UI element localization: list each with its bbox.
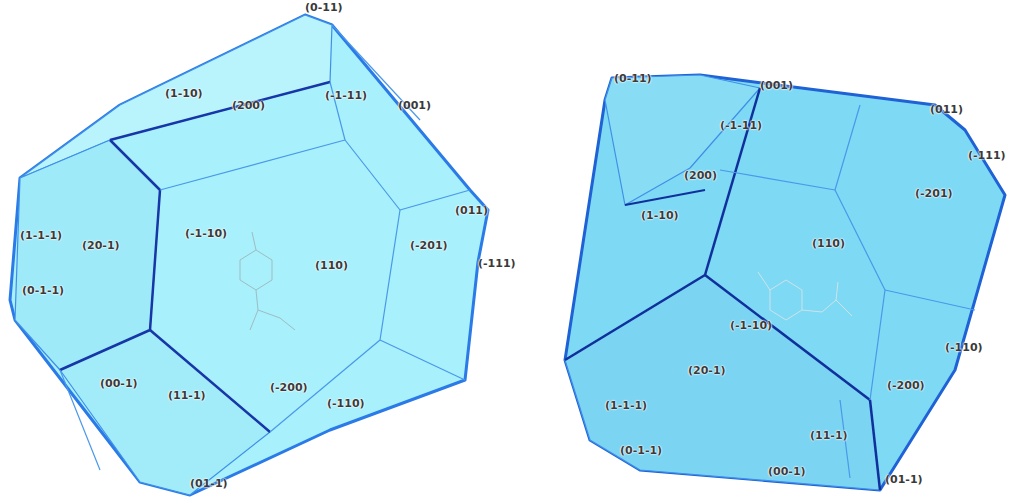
face-index: (1-10) <box>641 210 679 222</box>
face-index: (0-1-1) <box>620 445 662 457</box>
face-index: (110) <box>812 238 845 250</box>
face-index: (110) <box>315 260 348 272</box>
face-index: (11-1) <box>810 430 848 442</box>
face-index: (001) <box>398 100 431 112</box>
face-index: (-1-11) <box>720 120 762 132</box>
face-index: (-110) <box>327 398 365 410</box>
face-index: (11-1) <box>168 390 206 402</box>
face-index: (-111) <box>478 258 516 270</box>
face-index: (-200) <box>887 380 925 392</box>
face-index: (011) <box>930 104 963 116</box>
face-index: (-1-10) <box>185 228 227 240</box>
face-index: (200) <box>684 170 717 182</box>
face-index: (-1-10) <box>730 320 772 332</box>
face-index: (01-1) <box>190 478 228 490</box>
face-index: (-201) <box>410 240 448 252</box>
face-index: (001) <box>760 80 793 92</box>
face-index: (-1-11) <box>325 90 367 102</box>
face-index: (1-10) <box>165 88 203 100</box>
face-index: (0-11) <box>614 73 652 85</box>
face-index: (0-11) <box>305 2 343 14</box>
face-index: (00-1) <box>100 378 138 390</box>
face-index: (1-1-1) <box>20 230 62 242</box>
face-index: (0-1-1) <box>22 285 64 297</box>
face-index: (-201) <box>915 188 953 200</box>
face-index: (-111) <box>968 150 1006 162</box>
face-index: (011) <box>455 205 488 217</box>
face-index: (-200) <box>270 382 308 394</box>
face-index: (20-1) <box>82 240 120 252</box>
face-index: (01-1) <box>885 474 923 486</box>
face-index: (00-1) <box>768 466 806 478</box>
face-index: (-110) <box>945 342 983 354</box>
face-index: (20-1) <box>688 365 726 377</box>
face-index: (200) <box>232 100 265 112</box>
face-index: (1-1-1) <box>605 400 647 412</box>
